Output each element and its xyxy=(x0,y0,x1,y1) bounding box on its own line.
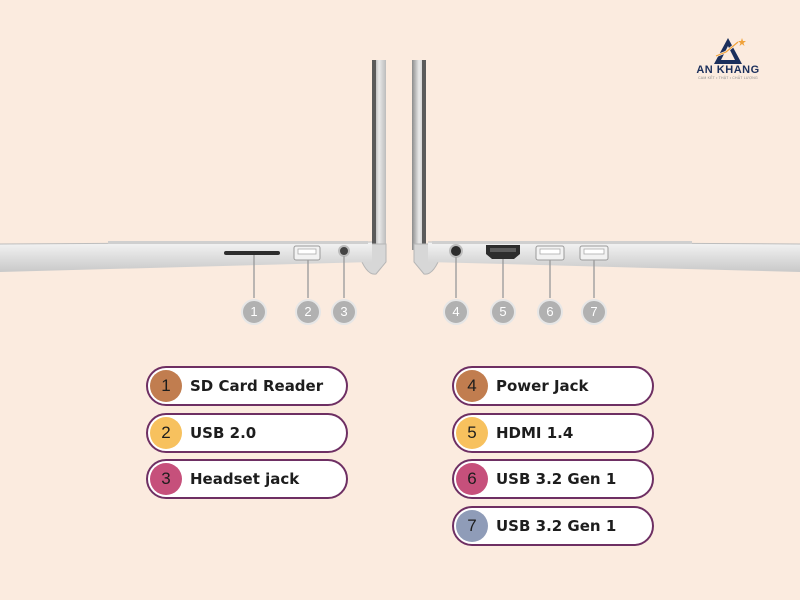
legend-number-badge: 3 xyxy=(150,463,182,495)
brand-tagline: CAM KẾT • THẬT • CHẤT LƯỢNG xyxy=(698,76,758,80)
callout-4: 4 xyxy=(443,299,469,325)
right-laptop-side xyxy=(412,60,800,298)
legend-item-hdmi: 5 HDMI 1.4 xyxy=(452,413,654,453)
callout-5: 5 xyxy=(490,299,516,325)
legend-item-usb-2: 2 USB 2.0 xyxy=(146,413,348,453)
legend-number-badge: 7 xyxy=(456,510,488,542)
callout-7: 7 xyxy=(581,299,607,325)
brand-logo: AN KHANG CAM KẾT • THẬT • CHẤT LƯỢNG xyxy=(690,36,766,80)
sd-card-slot xyxy=(224,251,280,255)
callout-2: 2 xyxy=(295,299,321,325)
legend-number-badge: 4 xyxy=(456,370,488,402)
legend-label: Power Jack xyxy=(496,377,589,395)
brand-logo-mark-icon xyxy=(714,38,746,64)
legend-item-usb-3-2-gen-1-b: 7 USB 3.2 Gen 1 xyxy=(452,506,654,546)
legend-item-sd-card-reader: 1 SD Card Reader xyxy=(146,366,348,406)
legend-number-badge: 1 xyxy=(150,370,182,402)
brand-name: AN KHANG xyxy=(696,64,760,76)
legend-label: SD Card Reader xyxy=(190,377,324,395)
power-jack xyxy=(449,244,463,258)
legend-label: USB 3.2 Gen 1 xyxy=(496,517,617,535)
callout-3: 3 xyxy=(331,299,357,325)
legend-number-badge: 2 xyxy=(150,417,182,449)
left-laptop-side xyxy=(0,60,387,298)
laptop-side-views xyxy=(0,60,800,298)
callout-1: 1 xyxy=(241,299,267,325)
headset-jack xyxy=(338,245,350,257)
legend-number-badge: 5 xyxy=(456,417,488,449)
legend-item-headset-jack: 3 Headset jack xyxy=(146,459,348,499)
legend-label: Headset jack xyxy=(190,470,300,488)
legend-label: HDMI 1.4 xyxy=(496,424,574,442)
legend-number-badge: 6 xyxy=(456,463,488,495)
legend-label: USB 2.0 xyxy=(190,424,257,442)
legend-item-usb-3-2-gen-1-a: 6 USB 3.2 Gen 1 xyxy=(452,459,654,499)
legend-item-power-jack: 4 Power Jack xyxy=(452,366,654,406)
callout-6: 6 xyxy=(537,299,563,325)
legend-label: USB 3.2 Gen 1 xyxy=(496,470,617,488)
